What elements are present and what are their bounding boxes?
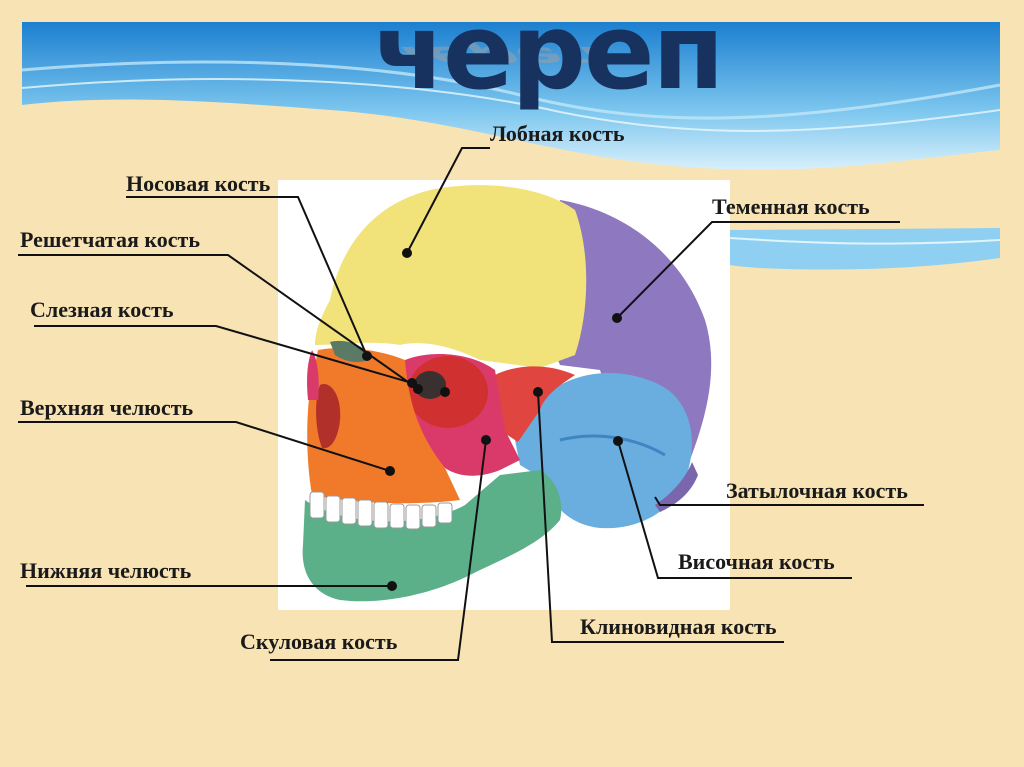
label-parietal-bone: Теменная кость bbox=[712, 194, 870, 219]
label-nasal-bone: Носовая кость bbox=[126, 171, 271, 196]
temporal-bone bbox=[515, 373, 692, 529]
label-ethmoid-bone: Решетчатая кость bbox=[20, 227, 200, 252]
sphenoid-bone bbox=[495, 366, 575, 442]
mandible bbox=[302, 470, 562, 602]
frontal-bone bbox=[315, 185, 587, 368]
label-sphenoid-bone: Клиновидная кость bbox=[580, 614, 777, 639]
label-maxilla: Верхняя челюсть bbox=[20, 395, 194, 420]
label-zygomatic-bone: Скуловая кость bbox=[240, 629, 398, 654]
label-frontal-bone: Лобная кость bbox=[490, 121, 625, 146]
label-temporal-bone: Височная кость bbox=[678, 549, 835, 574]
maxilla bbox=[307, 348, 460, 504]
occipital-bone bbox=[655, 462, 698, 512]
page-title: череп bbox=[373, 0, 725, 113]
label-mandible: Нижняя челюсть bbox=[20, 558, 192, 583]
label-occipital-bone: Затылочная кость bbox=[726, 478, 908, 503]
label-lacrimal-bone: Слезная кость bbox=[30, 297, 174, 322]
